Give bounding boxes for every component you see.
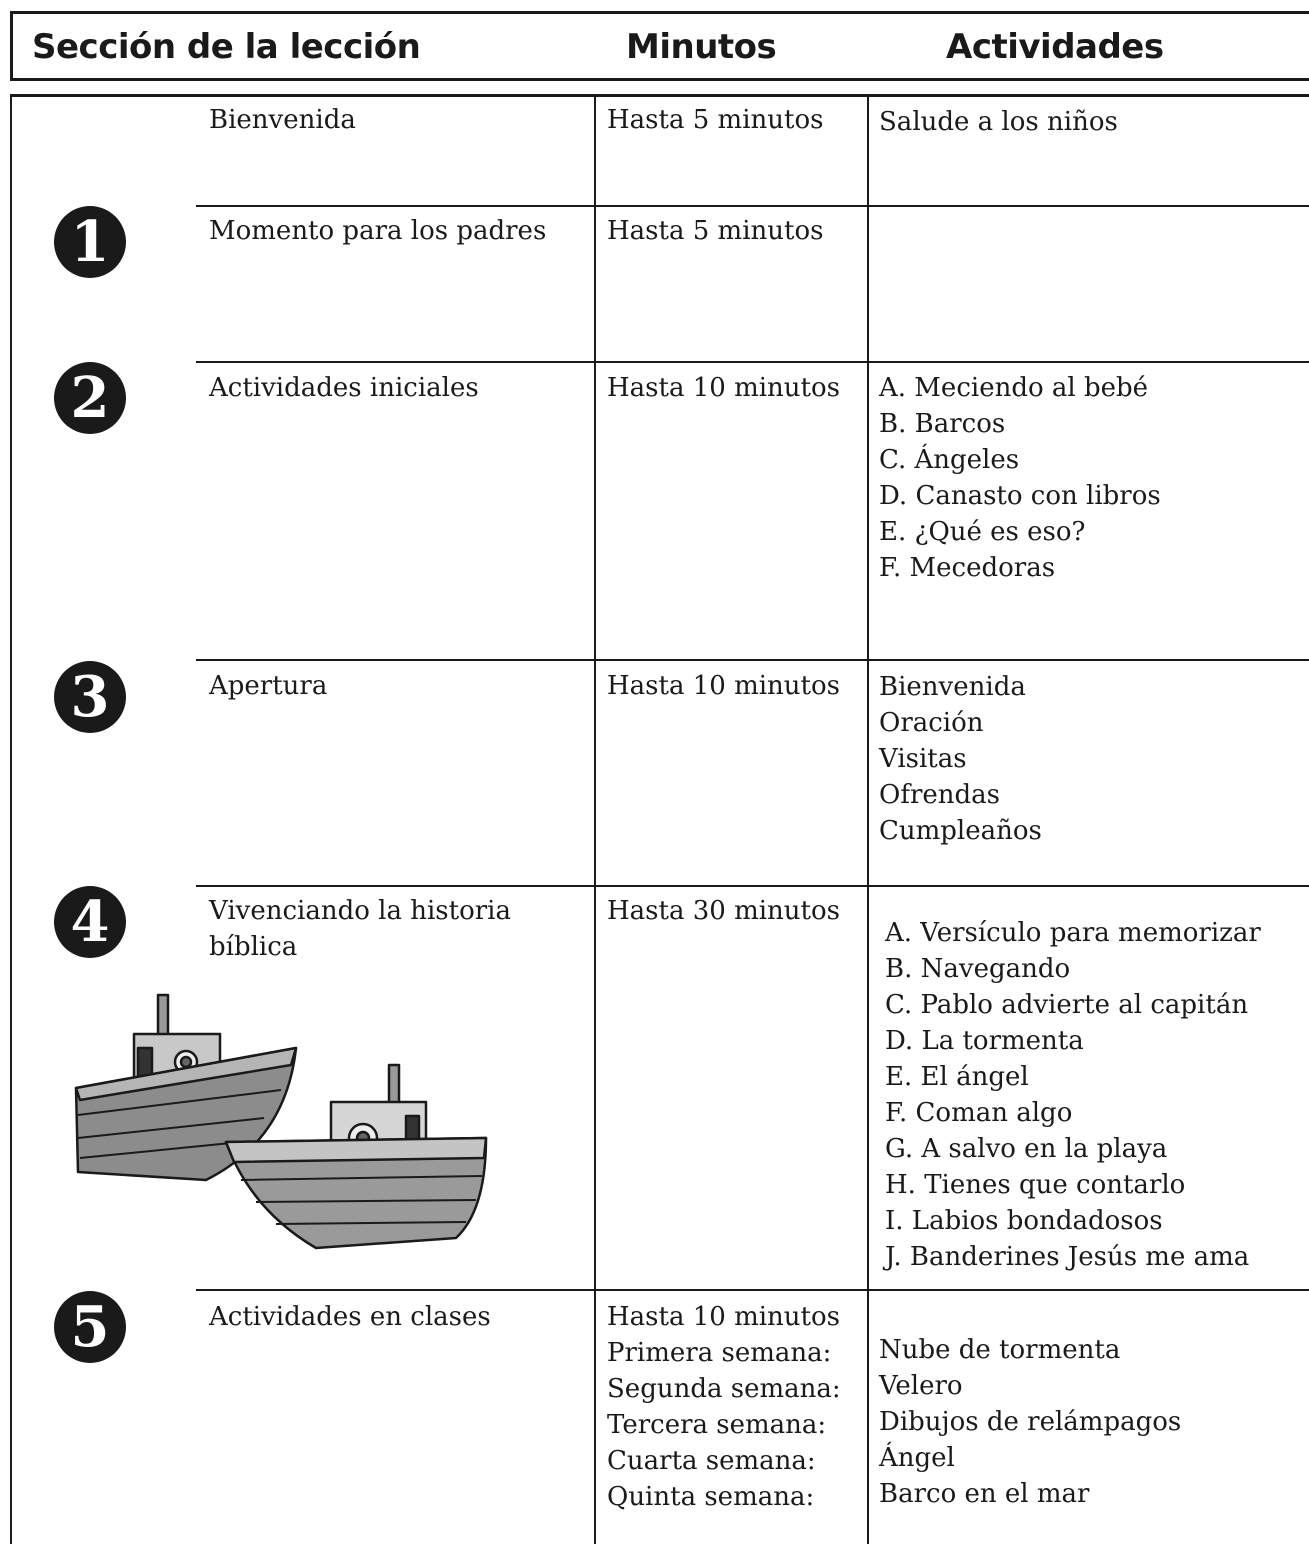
list-item: I. Labios bondadosos — [885, 1206, 1163, 1236]
table-top-line — [10, 94, 1309, 97]
table-left-line — [10, 94, 12, 1544]
section-number-2: 2 — [54, 362, 126, 434]
row-name: Momento para los padres — [209, 216, 547, 246]
list-item: E. ¿Qué es eso? — [879, 517, 1086, 547]
list-item: Dibujos de relámpagos — [879, 1407, 1182, 1437]
two-boats-icon — [74, 993, 488, 1250]
row-name-line: Vivenciando la historia — [209, 896, 511, 926]
row-activities: Bienvenida Oración Visitas Ofrendas Cump… — [879, 669, 1042, 849]
list-item: C. Ángeles — [879, 445, 1020, 475]
list-item: J. Banderines Jesús me ama — [885, 1242, 1250, 1272]
list-item: G. A salvo en la playa — [885, 1134, 1168, 1164]
list-item: H. Tienes que contarlo — [885, 1170, 1186, 1200]
row-activity: Salude a los niños — [879, 107, 1118, 137]
header-section: Sección de la lección — [32, 27, 421, 67]
row-minutes: Hasta 30 minutos — [607, 896, 840, 926]
row-separator — [196, 1289, 1309, 1291]
list-item: Cumpleaños — [879, 816, 1042, 846]
row-activities: A. Meciendo al bebé B. Barcos C. Ángeles… — [879, 370, 1161, 586]
section-number-4: 4 — [54, 886, 126, 958]
row-separator — [196, 659, 1309, 661]
list-item: Velero — [879, 1371, 963, 1401]
row-minutes: Hasta 5 minutos — [607, 105, 824, 135]
table-header — [10, 11, 1309, 81]
list-item: D. La tormenta — [885, 1026, 1084, 1056]
row-separator — [196, 885, 1309, 887]
list-item: B. Barcos — [879, 409, 1006, 439]
section-number-1: 1 — [54, 206, 126, 278]
row-name: Apertura — [209, 671, 328, 701]
minutes-line: Quinta semana: — [607, 1482, 815, 1512]
minutes-line: Primera semana: — [607, 1338, 832, 1368]
row-activities: A. Versículo para memorizar B. Navegando… — [885, 915, 1261, 1275]
minutes-line: Cuarta semana: — [607, 1446, 816, 1476]
row-activities: Nube de tormenta Velero Dibujos de relám… — [879, 1332, 1181, 1512]
row-name-line: bíblica — [209, 932, 298, 962]
list-item: C. Pablo advierte al capitán — [885, 990, 1249, 1020]
row-name: Vivenciando la historia bíblica — [209, 893, 511, 965]
row-minutes: Hasta 10 minutos Primera semana: Segunda… — [607, 1299, 841, 1515]
row-separator — [196, 361, 1309, 363]
minutes-line: Tercera semana: — [607, 1410, 827, 1440]
list-item: Visitas — [879, 744, 967, 774]
row-separator — [196, 205, 1309, 207]
minutes-line: Hasta 10 minutos — [607, 1302, 840, 1332]
list-item: Barco en el mar — [879, 1479, 1090, 1509]
section-number-5: 5 — [54, 1291, 126, 1363]
row-name: Bienvenida — [209, 105, 356, 135]
list-item: D. Canasto con libros — [879, 481, 1161, 511]
header-activities: Actividades — [946, 27, 1164, 67]
minutes-line: Segunda semana: — [607, 1374, 841, 1404]
list-item: A. Versículo para memorizar — [885, 918, 1261, 948]
list-item: Bienvenida — [879, 672, 1026, 702]
section-number-3: 3 — [54, 661, 126, 733]
list-item: F. Coman algo — [885, 1098, 1073, 1128]
list-item: Ofrendas — [879, 780, 1000, 810]
header-minutes: Minutos — [626, 27, 777, 67]
row-name: Actividades en clases — [209, 1302, 491, 1332]
row-minutes: Hasta 10 minutos — [607, 373, 840, 403]
list-item: A. Meciendo al bebé — [879, 373, 1149, 403]
row-name: Actividades iniciales — [209, 373, 479, 403]
list-item: Nube de tormenta — [879, 1335, 1121, 1365]
list-item: E. El ángel — [885, 1062, 1029, 1092]
list-item: F. Mecedoras — [879, 553, 1056, 583]
list-item: Ángel — [879, 1443, 955, 1473]
row-minutes: Hasta 5 minutos — [607, 216, 824, 246]
row-minutes: Hasta 10 minutos — [607, 671, 840, 701]
list-item: B. Navegando — [885, 954, 1071, 984]
column-divider-minutes — [594, 94, 596, 1544]
list-item: Oración — [879, 708, 984, 738]
column-divider-activities — [867, 94, 869, 1544]
